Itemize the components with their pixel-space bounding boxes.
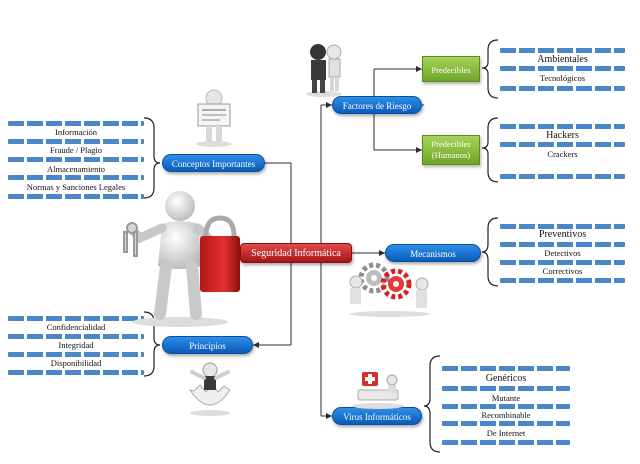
- list-item: Genéricos: [485, 373, 527, 384]
- list-item: Mutante: [491, 393, 521, 403]
- virus-medic-icon: [352, 372, 404, 409]
- person-with-keys-and-padlock-icon: [123, 191, 240, 327]
- node-mecanismos[interactable]: Mecanismos: [385, 244, 481, 262]
- list-item: Ambientales: [537, 54, 588, 65]
- stripe-divider: [8, 157, 144, 162]
- stripe-divider: [500, 86, 625, 91]
- stripe-divider: [442, 421, 570, 426]
- stripe-divider: [8, 121, 144, 126]
- list-item: Preventivos: [538, 229, 587, 240]
- predecibles-humanos-line2: (Humanos): [431, 150, 471, 160]
- list-item: Normas y Sanciones Legales: [26, 182, 126, 192]
- figure-in-egg-icon: [188, 362, 231, 416]
- stripe-divider: [8, 194, 144, 199]
- stripe-divider: [8, 334, 144, 339]
- list-item: Confidencialidad: [46, 322, 106, 332]
- stripe-divider: [8, 370, 144, 375]
- list-item: Detectivos: [544, 248, 581, 258]
- node-principios[interactable]: Principios: [162, 336, 253, 354]
- stripe-divider: [500, 278, 625, 283]
- stripe-divider: [500, 260, 625, 265]
- list-item: Información: [54, 127, 97, 137]
- node-predecibles-humanos[interactable]: Predecibles (Humanos): [422, 135, 480, 165]
- gears-teamwork-icon: [349, 262, 430, 317]
- stripe-divider: [500, 66, 625, 71]
- stripe-divider: [442, 386, 570, 391]
- stripe-divider: [8, 175, 144, 180]
- list-item: Tecnológicos: [539, 73, 586, 83]
- list-item: Almacenamiento: [46, 164, 106, 174]
- list-item: De Internet: [486, 428, 526, 438]
- list-item: Hackers: [546, 130, 579, 141]
- hacker-figure-icon: [306, 44, 342, 97]
- list-item: Integridad: [58, 340, 94, 350]
- stripe-divider: [500, 48, 625, 53]
- node-conceptos-importantes[interactable]: Conceptos Importantes: [162, 154, 265, 172]
- center-node[interactable]: Seguridad Informática: [240, 243, 352, 263]
- stripe-divider: [500, 224, 625, 229]
- stripe-divider: [8, 352, 144, 357]
- list-item: Disponibilidad: [50, 358, 102, 368]
- stripe-divider: [442, 440, 570, 445]
- stripe-divider: [500, 124, 625, 129]
- predecibles-humanos-line1: Predecibles: [431, 139, 471, 149]
- stripe-divider: [8, 316, 144, 321]
- stripe-divider: [500, 174, 625, 179]
- node-factores-riesgo[interactable]: Factores de Riesgo: [332, 96, 422, 114]
- list-item: Fraude / Plagio: [50, 145, 102, 155]
- stripe-divider: [500, 142, 625, 147]
- stripe-divider: [500, 242, 625, 247]
- node-predecibles[interactable]: Predecibles: [422, 56, 480, 82]
- list-item: Crackers: [547, 149, 578, 159]
- stripe-divider: [8, 139, 144, 144]
- stripe-divider: [442, 366, 570, 371]
- list-item: Recombinable: [481, 410, 531, 420]
- list-item: Correctivos: [542, 266, 583, 276]
- person-reading-newspaper-icon: [196, 89, 232, 147]
- stripe-divider: [442, 404, 570, 409]
